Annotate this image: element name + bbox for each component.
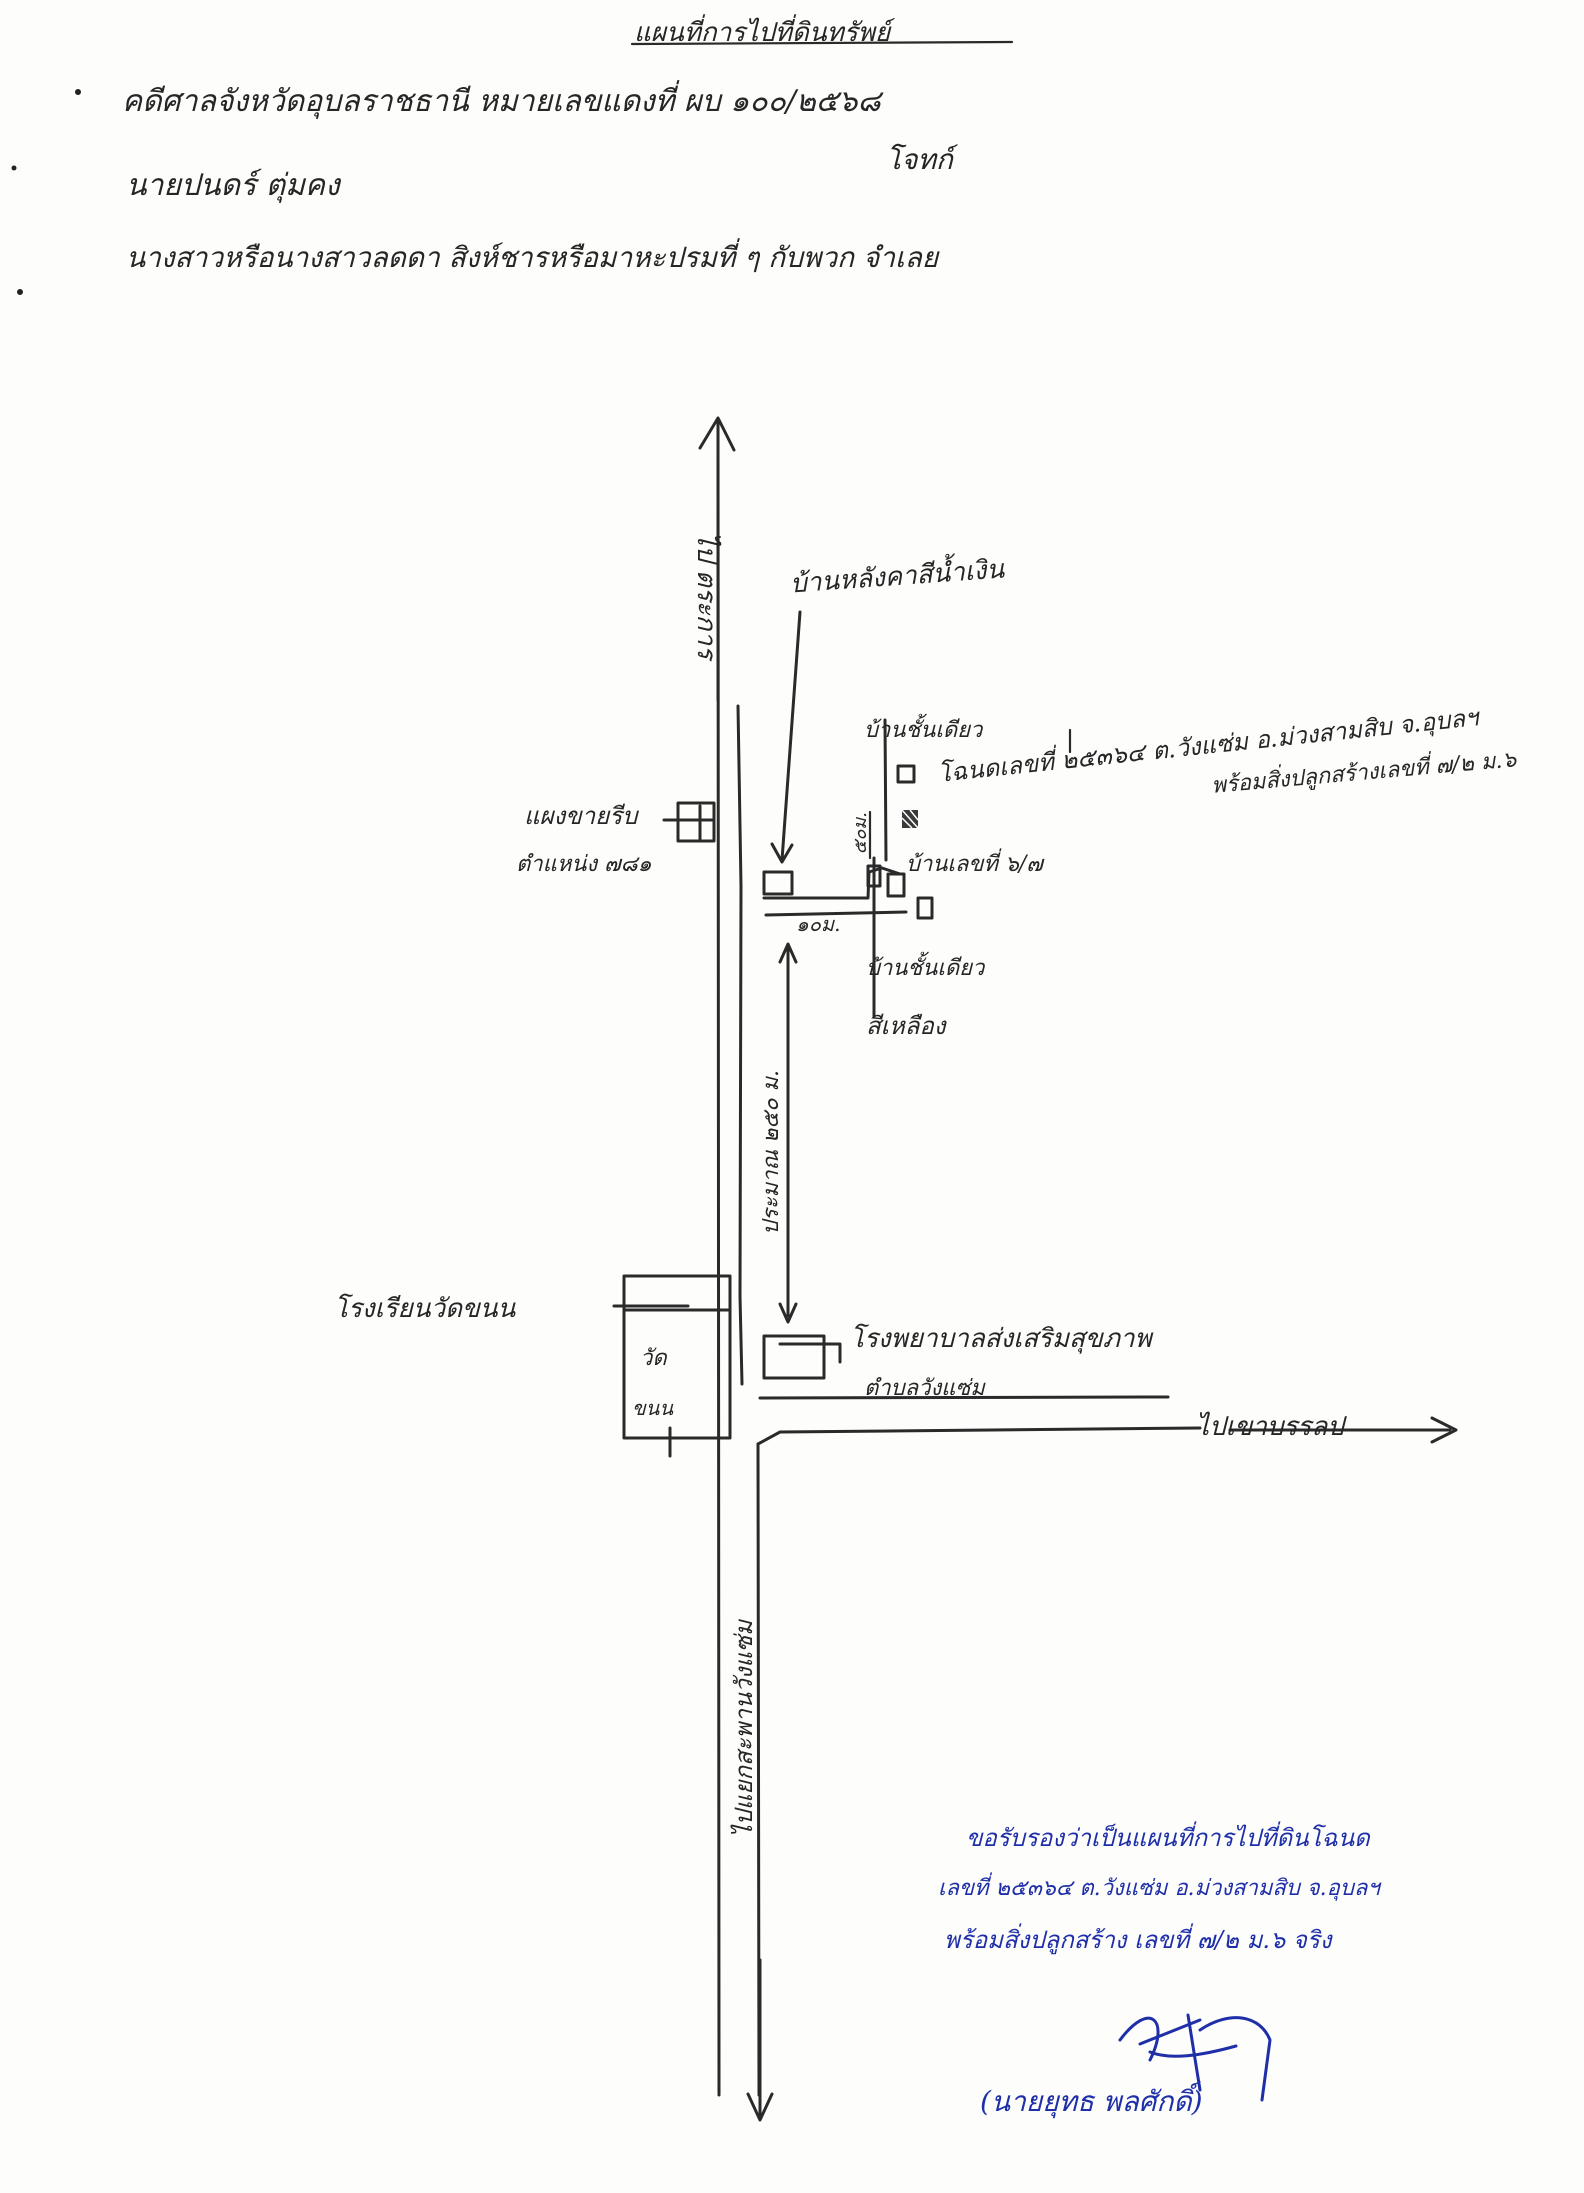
house-67-box [866,864,882,888]
dest-south-label: ไปแยกสะพานวังแซ่ม [730,1620,758,1838]
plaintiff-name: นายปนดร์ ตุ่มคง [126,168,340,203]
distance-50-label: ๕๐ม. [850,812,871,855]
shop-label-2: ตำแหน่ง ๗๘๑ [516,852,652,877]
certification-line-1: ขอรับรองว่าเป็นแผนที่การไปที่ดินโฉนด [966,1824,1370,1852]
side-lane-south-edge [764,910,908,917]
temple-label-2: ขนน [632,1396,674,1420]
yellow-house-label: บ้านชั้นเดียว [866,956,985,981]
hospital-label: โรงพยาบาลส่งเสริมสุขภาพ [850,1324,1152,1354]
dest-east-label: ไปเขาบรรลป [1196,1412,1344,1442]
temple-label: วัด [640,1346,667,1371]
certification-line-2: เลขที่ ๒๕๓๖๔ ต.วังแซ่ม อ.ม่วงสามสิบ จ.อุ… [938,1876,1380,1901]
east-road-north-edge [758,1395,1170,1400]
east-arrow-head [1430,1416,1458,1444]
scan-speck [75,89,81,95]
school-label: โรงเรียนวัดขนน [334,1294,516,1324]
party-label: โจทก์ [886,143,953,176]
hospital-label-2: ตำบลวังแซ่ม [864,1376,985,1401]
land-access-lane [883,718,888,862]
hospital-marker [778,1342,842,1364]
scan-speck [11,165,17,171]
shop-box [676,801,716,843]
distance-250-arrow-top [778,942,798,964]
shop-label: แผงขายรีบ [524,802,638,830]
hospital-box [762,1334,826,1380]
scan-speck [17,289,23,295]
house-yellow-box [916,896,934,920]
defendant-line: นางสาวหรือนางสาวลดดา สิงห์ชารหรือมาหะปรม… [126,241,939,274]
house-67-box-b [886,872,906,898]
house-blue-roof-box [762,870,794,896]
signer-name: (นายยุทธ พลศักดิ์) [980,2085,1203,2118]
north-arrow-head [698,416,736,452]
house-single-storey-box [896,764,916,784]
yellow-house-label-2: สีเหลือง [866,1012,946,1040]
map-title: แผนที่การไปที่ดินทรัพย์ [634,18,891,48]
house-single-storey-label: บ้านชั้นเดียว [864,718,983,743]
dest-north-label: ไป ตระการ [691,532,721,659]
south-arrow-head [746,2092,774,2122]
school-temple-compound [622,1274,732,1440]
signature [1118,2013,1272,2102]
distance-250-label: ประมาณ ๒๕๐ ม. [759,1070,784,1235]
main-road-east-edge-upper [736,704,744,1386]
signature-underline [1148,2044,1238,2058]
blue-roof-pointer-head [770,842,794,864]
court-case-line: คดีศาลจังหวัดอุบลราชธานี หมายเลขแดงที่ ผ… [122,84,881,119]
house-67-label: บ้านเลขที่ ๖/๗ [906,852,1043,877]
shop-marker [662,804,714,842]
distance-250-arrow-bottom [778,1302,798,1324]
distance-10-label: ๑๐ม. [796,912,841,936]
certification-line-3: พร้อมสิ่งปลูกสร้าง เลขที่ ๗/๒ ม.๖ จริง [944,1926,1332,1954]
blue-roof-pointer [780,610,802,862]
land-parcel-hatch [901,809,919,829]
east-road-south-edge [756,1426,1202,1446]
title-underline [630,40,1014,46]
